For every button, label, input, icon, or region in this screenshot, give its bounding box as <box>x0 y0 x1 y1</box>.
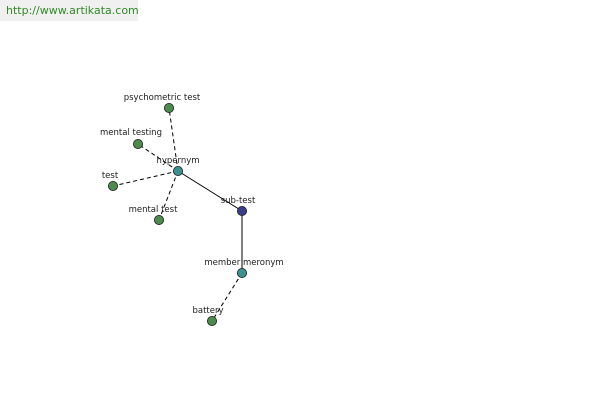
node-mental-testing[interactable]: mental testing <box>100 128 162 149</box>
node-label-mental-test[interactable]: mental test <box>129 205 178 215</box>
node-label-test[interactable]: test <box>102 171 119 181</box>
node-sub-test[interactable]: sub-test <box>221 196 256 216</box>
node-label-battery[interactable]: battery <box>192 306 223 316</box>
node-battery[interactable]: battery <box>192 306 224 326</box>
node-label-sub-test[interactable]: sub-test <box>221 196 256 206</box>
nodes-layer: sub-test hypernym member meronym psychometr… <box>100 93 284 326</box>
node-psychometric-test[interactable]: psychometric test <box>124 93 201 114</box>
node-dot-psychometric-test[interactable] <box>163 103 174 114</box>
node-dot-test[interactable] <box>108 180 119 191</box>
site-url-link[interactable]: http://www.artikata.com <box>0 0 139 21</box>
node-dot-hypernym[interactable] <box>172 165 183 176</box>
node-label-psychometric-test[interactable]: psychometric test <box>124 93 201 103</box>
node-dot-battery[interactable] <box>206 315 217 326</box>
node-dot-mental-test[interactable] <box>153 214 164 225</box>
edge-hypernym-mental-test <box>158 170 179 221</box>
edge-hypernym-psychometric-test <box>168 107 179 172</box>
node-mental-test[interactable]: mental test <box>129 205 178 225</box>
edge-hypernym-test <box>112 170 179 187</box>
node-member-meronym[interactable]: member meronym <box>204 258 284 278</box>
edge-sub-test-hypernym <box>177 170 243 212</box>
node-label-hypernym[interactable]: hypernym <box>156 156 199 166</box>
node-label-member-meronym[interactable]: member meronym <box>204 258 283 268</box>
node-label-mental-testing[interactable]: mental testing <box>100 128 162 138</box>
node-test[interactable]: test <box>102 171 119 191</box>
edge-member-meronym-battery <box>211 272 243 322</box>
node-dot-mental-testing[interactable] <box>132 138 143 149</box>
node-hypernym[interactable]: hypernym <box>156 156 200 176</box>
edge-hypernym-mental-testing <box>137 143 179 172</box>
node-dot-sub-test[interactable] <box>236 205 247 216</box>
edges-layer <box>112 107 243 322</box>
node-dot-member-meronym[interactable] <box>236 267 247 278</box>
